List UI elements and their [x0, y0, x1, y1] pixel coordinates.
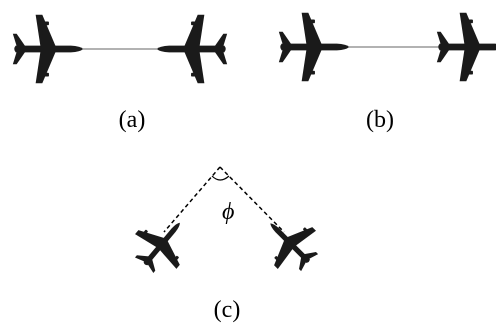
airplane-icon — [123, 205, 201, 283]
dashed-line-left — [163, 166, 221, 233]
angle-label-phi: ϕ — [222, 199, 235, 225]
caption-c: (c) — [213, 297, 241, 323]
airplane-icon — [436, 12, 496, 82]
airplane-icon — [251, 204, 329, 282]
airplane-icon — [278, 12, 350, 82]
caption-b: (b) — [366, 107, 394, 133]
angle-arc — [211, 175, 230, 181]
airplane-icon — [12, 14, 84, 84]
airplane-icon — [156, 14, 228, 84]
dashed-line-right — [219, 166, 285, 233]
caption-a: (a) — [118, 107, 146, 133]
